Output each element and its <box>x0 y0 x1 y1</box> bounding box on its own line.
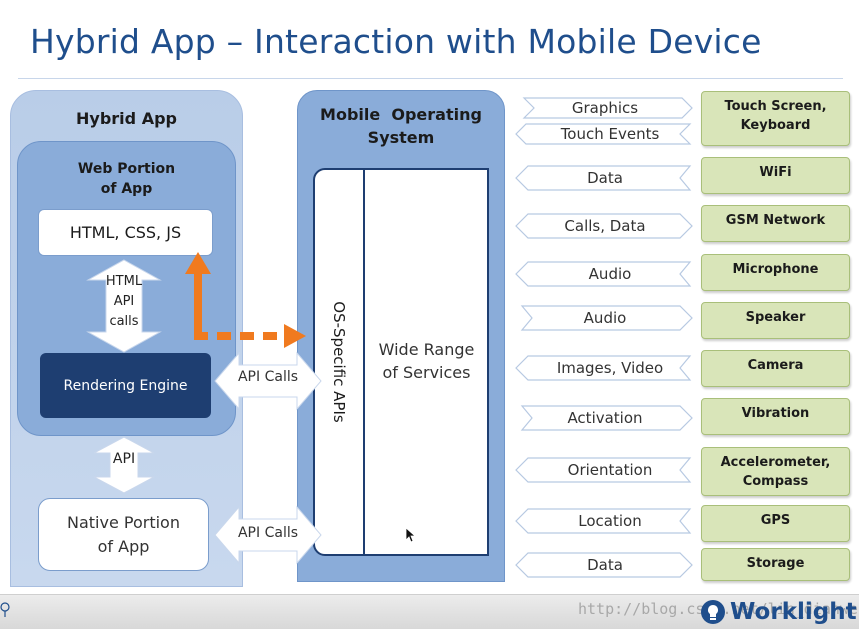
interaction-label-images-video: Images, Video <box>556 359 664 377</box>
html-api-calls-arrow <box>86 259 162 353</box>
interaction-label-data: Data <box>587 169 623 187</box>
page-title: Hybrid App – Interaction with Mobile Dev… <box>30 22 762 61</box>
interaction-label-audio-out: Audio <box>583 309 627 327</box>
mobile-os-label: Mobile Operating System <box>320 105 482 147</box>
arrow-location <box>515 508 692 534</box>
title-divider <box>18 78 843 79</box>
hardware-vibration: Vibration <box>701 398 850 435</box>
interaction-label-graphics: Graphics <box>571 99 639 117</box>
api-calls-label-bottom: API Calls <box>237 525 299 541</box>
hardware-wifi: WiFi <box>701 157 850 194</box>
worklight-logo-icon <box>701 600 725 624</box>
arrow-audio-speaker <box>520 305 693 331</box>
arrow-audio-microphone <box>515 261 692 287</box>
arrow-calls-data <box>515 213 693 239</box>
interaction-label-location: Location <box>578 512 642 530</box>
orange-interaction-arrow <box>185 252 306 348</box>
rendering-engine-box: Rendering Engine <box>40 353 211 418</box>
worklight-logo: Worklight <box>700 598 857 626</box>
hardware-camera: Camera <box>701 350 850 387</box>
os-services-box <box>313 168 489 556</box>
html-api-calls-label: HTML API calls <box>105 274 143 329</box>
worklight-brand-text: Worklight <box>730 599 857 625</box>
html-css-js-box: HTML, CSS, JS <box>38 209 213 256</box>
arrow-graphics <box>522 97 693 119</box>
wide-range-services-label: Wide Range of Services <box>378 340 475 382</box>
native-portion-box: Native Portion of App <box>38 498 209 571</box>
hardware-gsm-network: GSM Network <box>701 205 850 242</box>
arrow-images-video <box>515 355 692 381</box>
os-services-divider <box>363 168 365 556</box>
device-arrows <box>515 97 693 578</box>
arrow-touch-events <box>515 123 692 145</box>
web-portion-label: Web Portion of App <box>77 161 176 197</box>
arrow-data-wifi <box>515 165 692 191</box>
arrow-orientation <box>515 457 692 483</box>
interaction-label-audio-in: Audio <box>588 265 632 283</box>
interaction-label-calls-data: Calls, Data <box>564 217 646 235</box>
api-arrow <box>93 436 155 494</box>
api-calls-arrow-top <box>214 351 322 411</box>
hardware-speaker: Speaker <box>701 302 850 339</box>
mouse-cursor-icon <box>405 527 417 543</box>
interaction-label-touch-events: Touch Events <box>560 125 660 143</box>
bulb-icon <box>0 602 10 617</box>
interaction-label-activation: Activation <box>567 409 643 427</box>
hardware-accelerometer-compass: Accelerometer,Compass <box>701 447 850 496</box>
hardware-storage: Storage <box>701 548 850 581</box>
interaction-label-data-storage: Data <box>587 556 623 574</box>
api-calls-arrow-bottom <box>214 505 322 565</box>
api-calls-label-top: API Calls <box>237 369 299 385</box>
arrow-activation <box>520 405 693 431</box>
api-label: API <box>112 451 136 467</box>
hardware-gps: GPS <box>701 505 850 542</box>
interaction-label-orientation: Orientation <box>567 461 653 479</box>
hardware-touch-screen-keyboard: Touch Screen,Keyboard <box>701 91 850 146</box>
hardware-microphone: Microphone <box>701 254 850 291</box>
hybrid-app-label: Hybrid App <box>76 109 177 128</box>
arrow-data-storage <box>515 552 693 578</box>
